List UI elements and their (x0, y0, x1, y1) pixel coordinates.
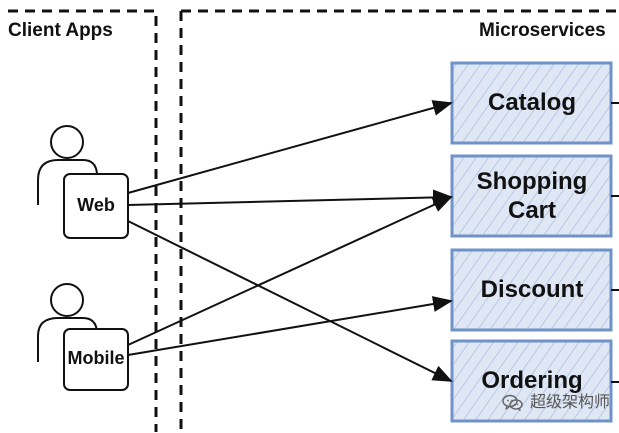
watermark-text: 超级架构师 (530, 394, 611, 411)
catalog-service-box (450, 61, 613, 145)
arrow-web-to-ordering (127, 220, 453, 382)
client-apps-title: Client Apps (8, 20, 113, 41)
shopping-cart-service-label-line-1: Shopping (476, 168, 588, 195)
web-client-box (63, 173, 129, 239)
arrow-web-to-catalog (127, 100, 453, 194)
mobile-client-label: Mobile (67, 348, 125, 368)
mobile-client-box (63, 328, 129, 391)
catalog-service-label: Catalog (487, 89, 576, 116)
shopping-cart-service-label-line-2: Cart (507, 197, 556, 224)
microservices-boundary (179, 9, 619, 432)
watermark: 超级架构师 (502, 394, 610, 412)
wechat-icon (502, 394, 524, 412)
arrow-web-to-shopping-cart (127, 189, 453, 206)
microservices-title: Microservices (479, 20, 606, 41)
discount-service-label: Discount (480, 276, 584, 303)
mobile-user-silhouette (37, 283, 98, 362)
arrow-mobile-to-discount (127, 296, 453, 356)
web-user-silhouette (37, 125, 98, 205)
web-client-label: Web (77, 195, 115, 215)
arrow-mobile-to-shopping-cart (127, 196, 453, 346)
ordering-service-label: Ordering (481, 367, 583, 394)
client-apps-boundary (8, 9, 158, 432)
